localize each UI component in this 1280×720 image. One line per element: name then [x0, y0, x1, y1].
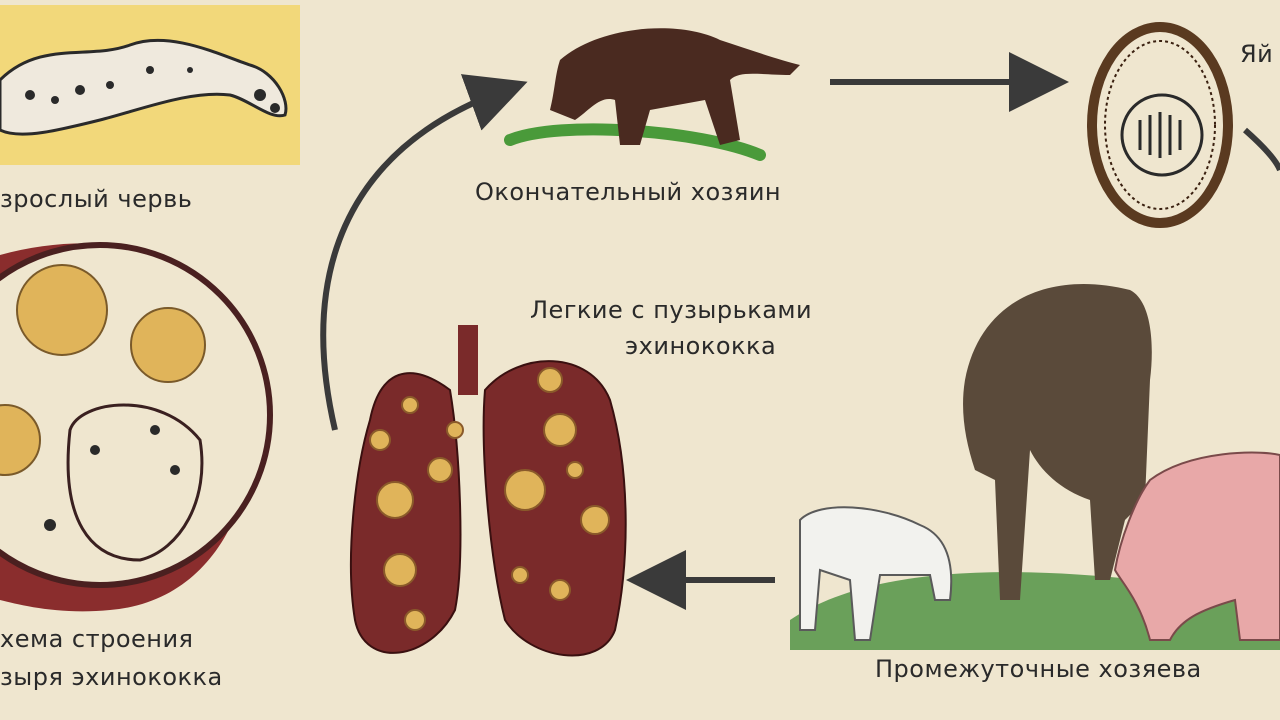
egg-label: Яй: [1240, 40, 1274, 68]
arrow-lungs-to-host: [320, 74, 528, 431]
intermediate-hosts-label: Промежуточные хозяева: [875, 655, 1202, 683]
scheme-label-line2: зыря эхинококка: [0, 663, 223, 691]
intermediate-hosts-illustration: [790, 284, 1280, 650]
cyst-scheme-illustration: [0, 242, 273, 612]
egg-illustration: [1087, 22, 1233, 228]
adult-worm-illustration: [0, 5, 300, 165]
dog-illustration: [504, 28, 800, 161]
adult-worm-label: зрослый червь: [0, 185, 193, 213]
arrow-egg-to-intermediate: [1243, 127, 1280, 172]
cycle-arrows: [320, 52, 1280, 610]
lungs-label-line1: Легкие с пузырьками: [530, 296, 813, 324]
final-host-label: Окончательный хозяин: [475, 178, 782, 206]
lungs-label-line2: эхинококка: [625, 332, 777, 360]
scheme-label-line1: хема строения: [0, 625, 194, 653]
lungs-illustration: [349, 325, 627, 657]
